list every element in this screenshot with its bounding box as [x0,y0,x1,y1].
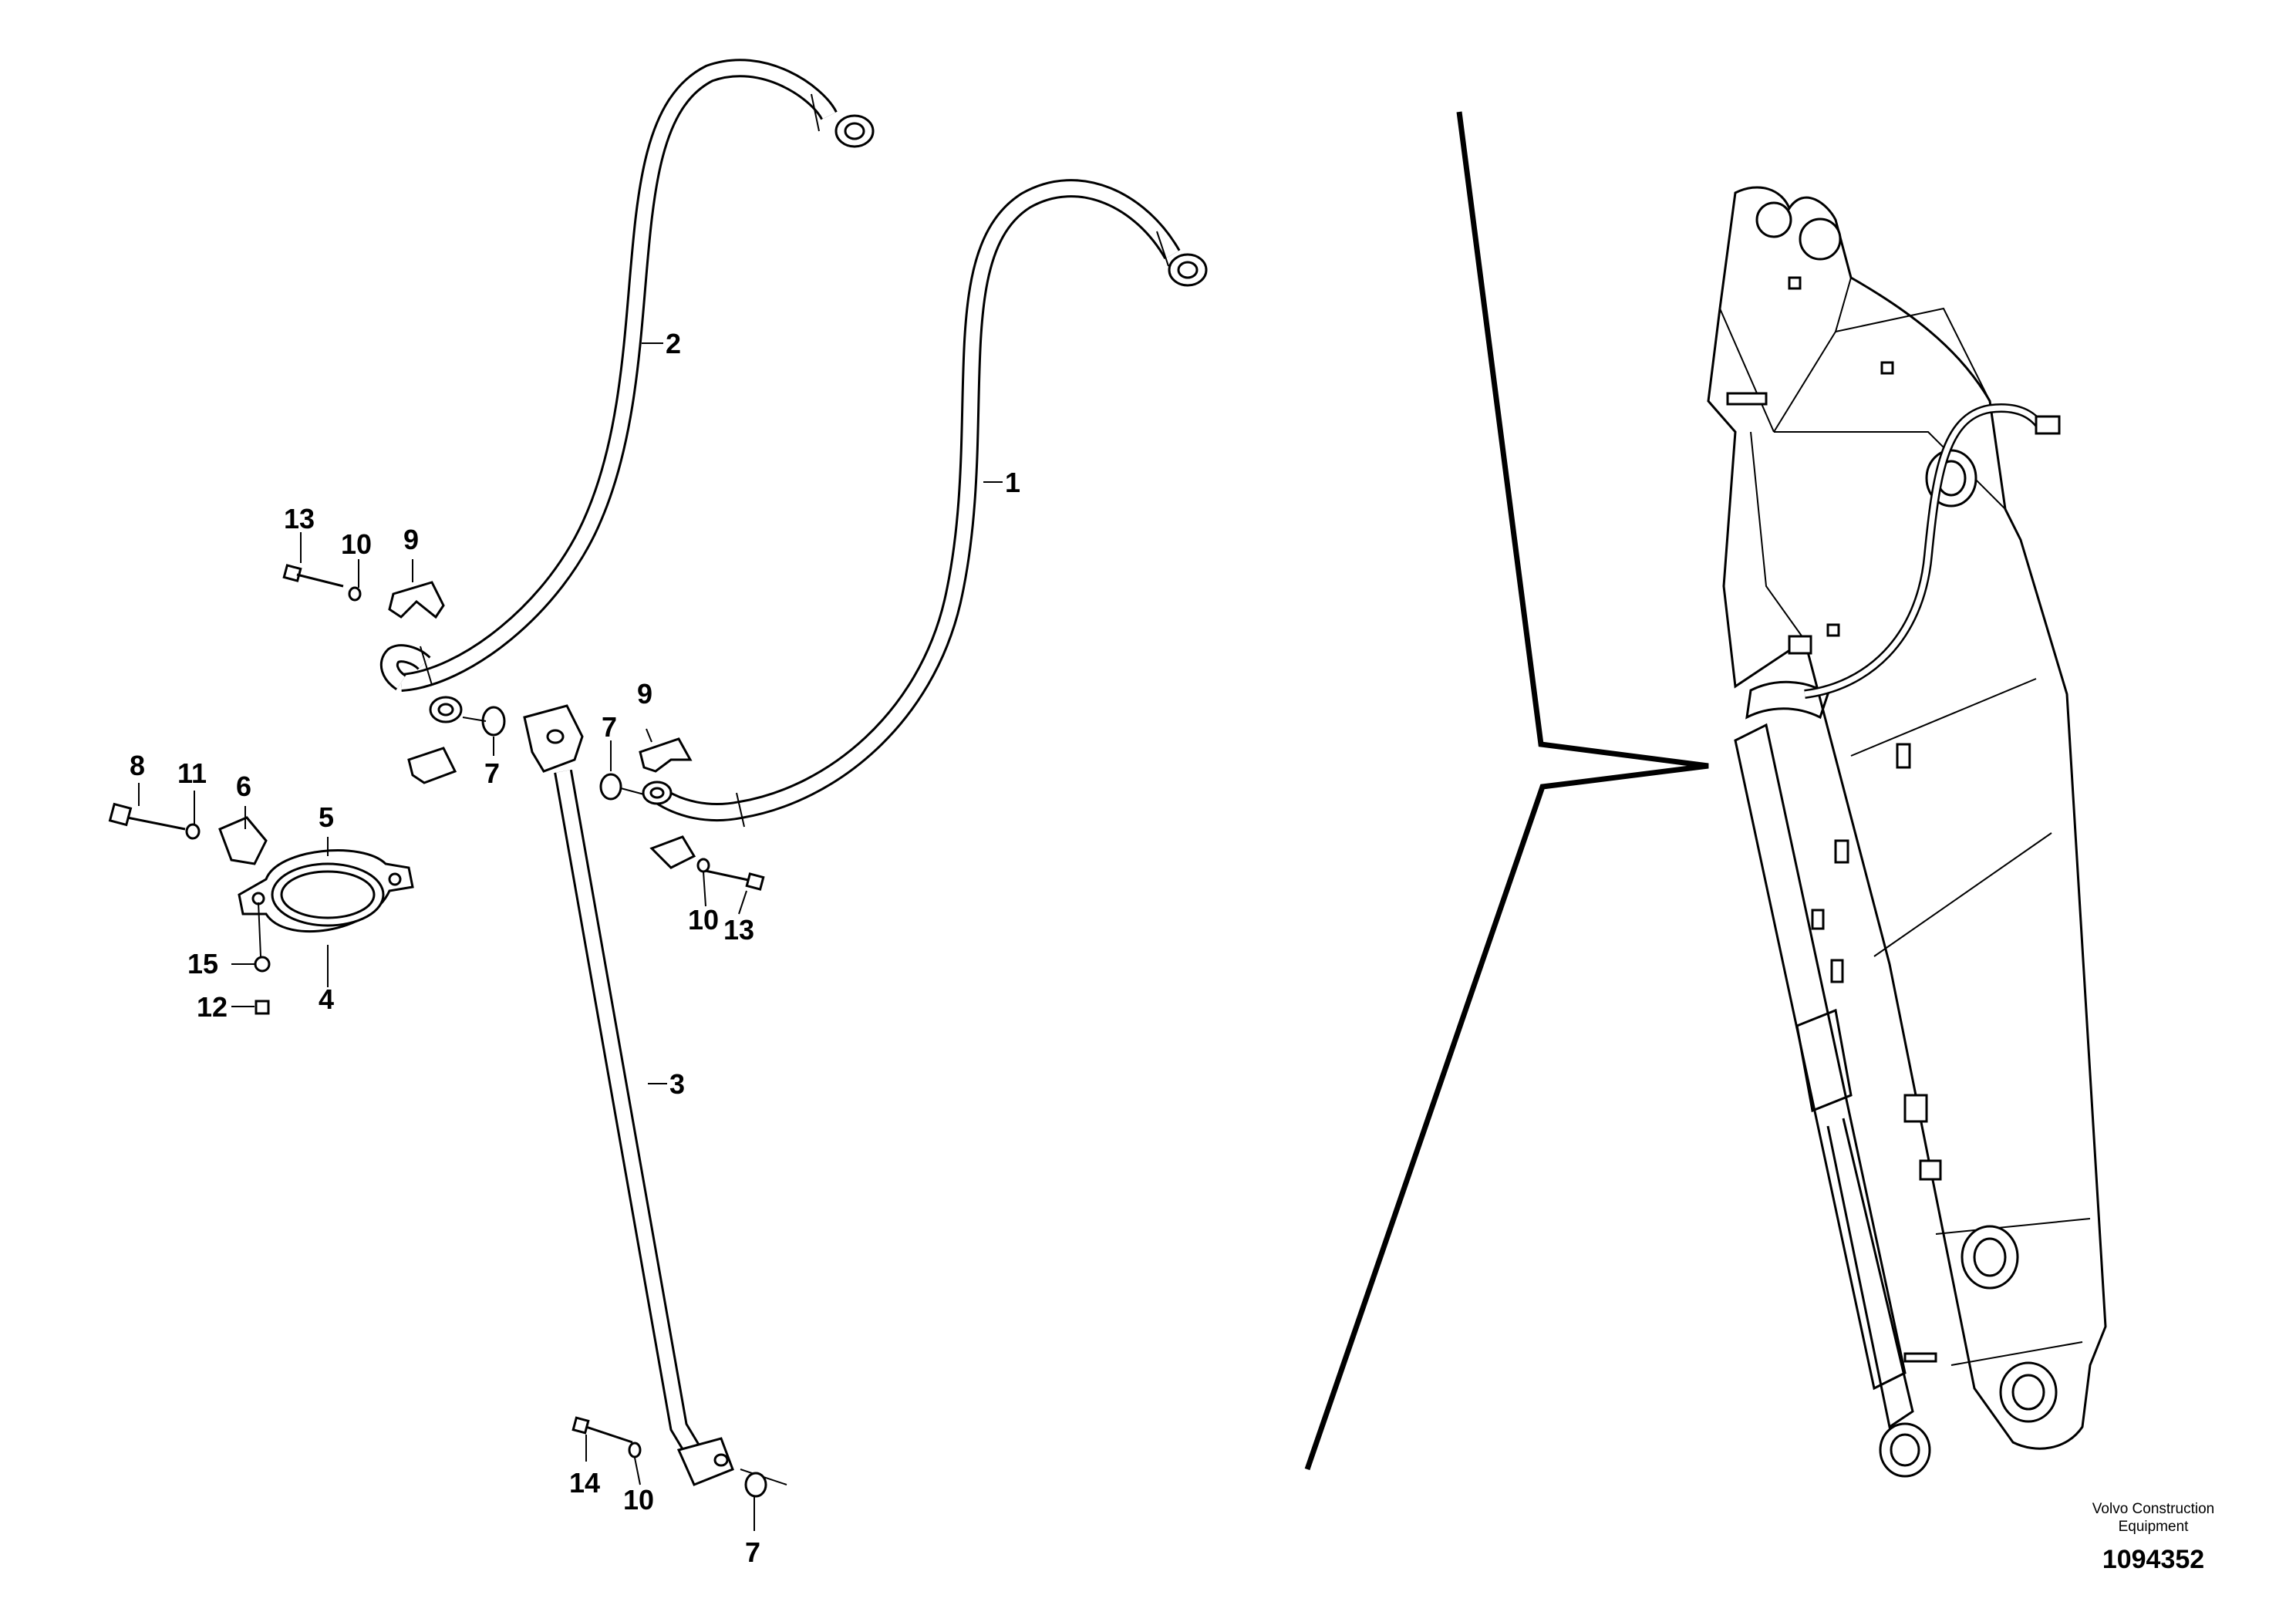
label-7-lower: 7 [745,1536,760,1568]
label-14: 14 [569,1467,600,1499]
detail-callout-wedge [1304,111,1709,1471]
label-13-right: 13 [723,914,754,946]
label-7-upper-left: 7 [484,757,500,789]
bolts-and-washers [108,564,765,1458]
label-10-upper-left: 10 [341,528,372,560]
pipe-clamp [218,816,414,1015]
label-1: 1 [1005,467,1020,498]
hose-1 [642,179,1208,828]
label-11: 11 [177,757,207,789]
label-13-upper-left: 13 [284,503,315,534]
label-7-upper-right: 7 [602,711,617,743]
label-9-upper-right: 9 [637,678,652,710]
label-5: 5 [319,801,334,833]
label-3: 3 [669,1068,685,1100]
brand-line-1: Volvo Construction [2092,1501,2215,1517]
seal-rings [462,706,767,1498]
callout-leaders [138,342,1003,1531]
label-15: 15 [187,948,218,980]
label-12: 12 [197,991,228,1023]
pipe-3 [523,704,787,1486]
label-8: 8 [130,750,145,781]
brand-line-2: Equipment [2118,1519,2189,1535]
part-labels: 1 2 3 4 5 6 7 7 7 8 9 9 10 10 10 11 12 1… [130,328,1020,1568]
label-4: 4 [319,983,334,1015]
document-footer: Volvo Construction Equipment 1094352 [2065,1500,2242,1575]
label-10-right: 10 [688,904,719,936]
label-6: 6 [236,771,251,802]
hose-2 [379,59,875,723]
label-10-lower: 10 [623,1484,654,1516]
clamp-halves [388,581,696,869]
label-2: 2 [666,328,681,359]
document-number: 1094352 [2102,1545,2205,1574]
label-9-upper-left: 9 [403,524,419,555]
boom-assembly [1707,186,2107,1478]
